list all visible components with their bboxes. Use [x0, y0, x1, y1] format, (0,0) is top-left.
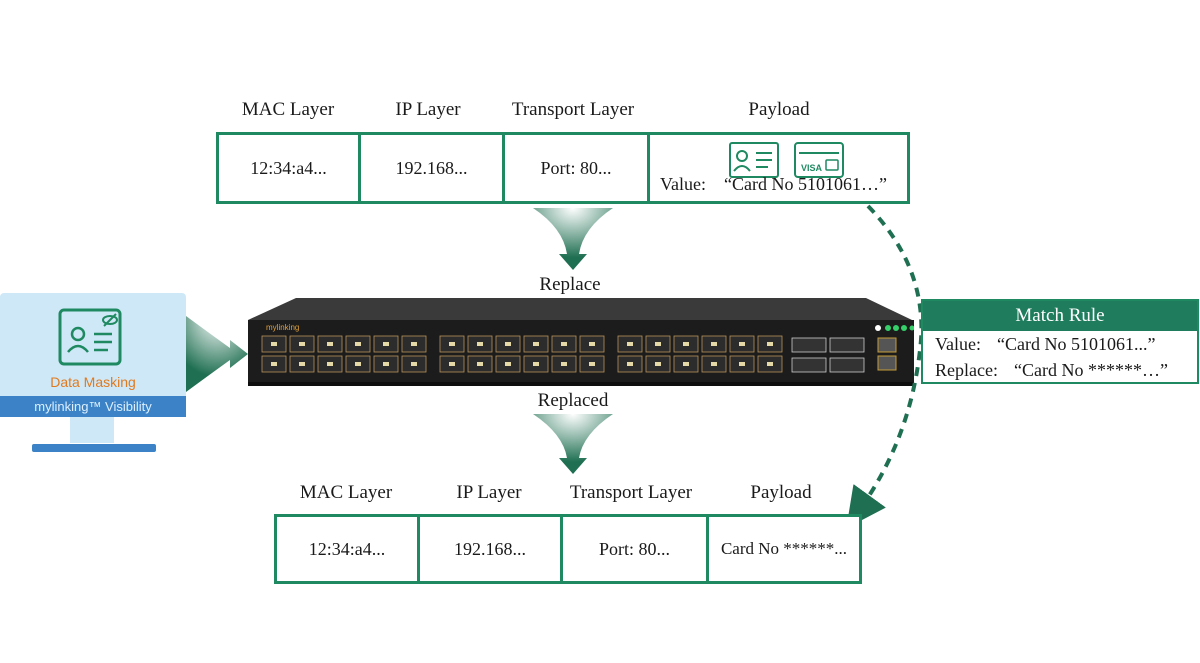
qsfp-port [829, 357, 865, 373]
device-logo: mylinking [266, 323, 300, 332]
match-rule-box: Match Rule Value: “Card No 5101061...” Re… [921, 299, 1199, 384]
sfp-port-led [711, 342, 717, 346]
match-rule-value-label: Value: [935, 334, 981, 354]
sfp-port-led [683, 342, 689, 346]
sfp-port-led [271, 362, 277, 366]
masked-id-icon [58, 308, 122, 366]
sfp-port-led [655, 362, 661, 366]
sfp-port-led [505, 362, 511, 366]
top-cell-ip: 192.168... [361, 135, 505, 201]
id-card-icon [729, 142, 779, 178]
sfp-port-led [767, 342, 773, 346]
match-rule-value-text: “Card No 5101061...” [996, 334, 1156, 354]
top-header-payload: Payload [748, 99, 810, 120]
top-packet: 12:34:a4... 192.168... Port: 80... VISA … [216, 132, 910, 204]
sfp-port-led [533, 362, 539, 366]
monitor-to-device-arrow [186, 316, 248, 392]
sfp-port-led [589, 362, 595, 366]
sfp-port-led [327, 342, 333, 346]
svg-text:VISA: VISA [801, 163, 823, 173]
sfp-port-led [411, 342, 417, 346]
match-rule-replace-label: Replace: [935, 360, 998, 380]
payload-value-text: “Card No 5101061…” [723, 174, 887, 194]
qsfp-port [791, 337, 827, 353]
sfp-port-led [655, 342, 661, 346]
replace-arrow-icon [533, 208, 613, 270]
bottom-header-payload: Payload [750, 482, 812, 503]
replace-label: Replace [539, 274, 601, 295]
match-rule-value: Value: “Card No 5101061...” [923, 331, 1197, 357]
sfp-port-led [299, 342, 305, 346]
visa-card-icon: VISA [794, 142, 844, 178]
bottom-cell-payload: Card No ******... [720, 539, 848, 558]
match-rule-replace-text: “Card No ******…” [1013, 360, 1168, 380]
sfp-port-led [627, 342, 633, 346]
sfp-port-led [449, 342, 455, 346]
monitor-caption: Data Masking [50, 374, 136, 390]
top-cell-transport: Port: 80... [505, 135, 650, 201]
sfp-port-led [449, 362, 455, 366]
sfp-port-led [477, 342, 483, 346]
top-cell-payload: VISA Value: “Card No 5101061…” [650, 135, 907, 201]
match-rule-replace: Replace: “Card No ******…” [923, 357, 1197, 383]
monitor-base [32, 444, 156, 452]
sfp-port-led [355, 342, 361, 346]
sfp-port-led [533, 342, 539, 346]
sfp-port-led [683, 362, 689, 366]
sfp-port-led [767, 362, 773, 366]
sfp-port-led [561, 342, 567, 346]
sfp-port-led [477, 362, 483, 366]
replaced-label: Replaced [537, 390, 609, 411]
sfp-port-led [411, 362, 417, 366]
bottom-header-transport: Transport Layer [569, 482, 693, 503]
bottom-cell-ip: 192.168... [420, 517, 563, 581]
sfp-port-led [327, 362, 333, 366]
network-packet-broker-device [248, 298, 914, 386]
bottom-cell-mac: 12:34:a4... [277, 517, 420, 581]
bottom-header-mac: MAC Layer [299, 482, 393, 503]
top-cell-mac: 12:34:a4... [219, 135, 361, 201]
sfp-port-led [589, 342, 595, 346]
sfp-port-led [627, 362, 633, 366]
bottom-packet: 12:34:a4... 192.168... Port: 80... Card … [274, 514, 862, 584]
top-header-mac: MAC Layer [241, 99, 335, 120]
bottom-cell-transport: Port: 80... [563, 517, 709, 581]
qsfp-port [791, 357, 827, 373]
sfp-port-led [561, 362, 567, 366]
sfp-port-led [711, 362, 717, 366]
sfp-port-led [355, 362, 361, 366]
sfp-port-led [271, 342, 277, 346]
top-payload-value: Value: “Card No 5101061…” [660, 174, 887, 195]
sfp-port-led [383, 362, 389, 366]
sfp-port-led [299, 362, 305, 366]
sfp-port-led [383, 342, 389, 346]
payload-value-prefix: Value: [660, 174, 706, 194]
top-header-ip: IP Layer [395, 99, 461, 120]
sfp-port-led [739, 362, 745, 366]
sfp-port-led [739, 342, 745, 346]
top-header-transport: Transport Layer [511, 99, 635, 120]
sfp-port-led [505, 342, 511, 346]
match-rule-title: Match Rule [923, 301, 1197, 331]
monitor-brand-bar: mylinking™ Visibility [0, 396, 186, 417]
replaced-arrow-icon [533, 414, 613, 474]
qsfp-port [829, 337, 865, 353]
bottom-header-ip: IP Layer [456, 482, 522, 503]
monitor-stand [70, 417, 114, 443]
